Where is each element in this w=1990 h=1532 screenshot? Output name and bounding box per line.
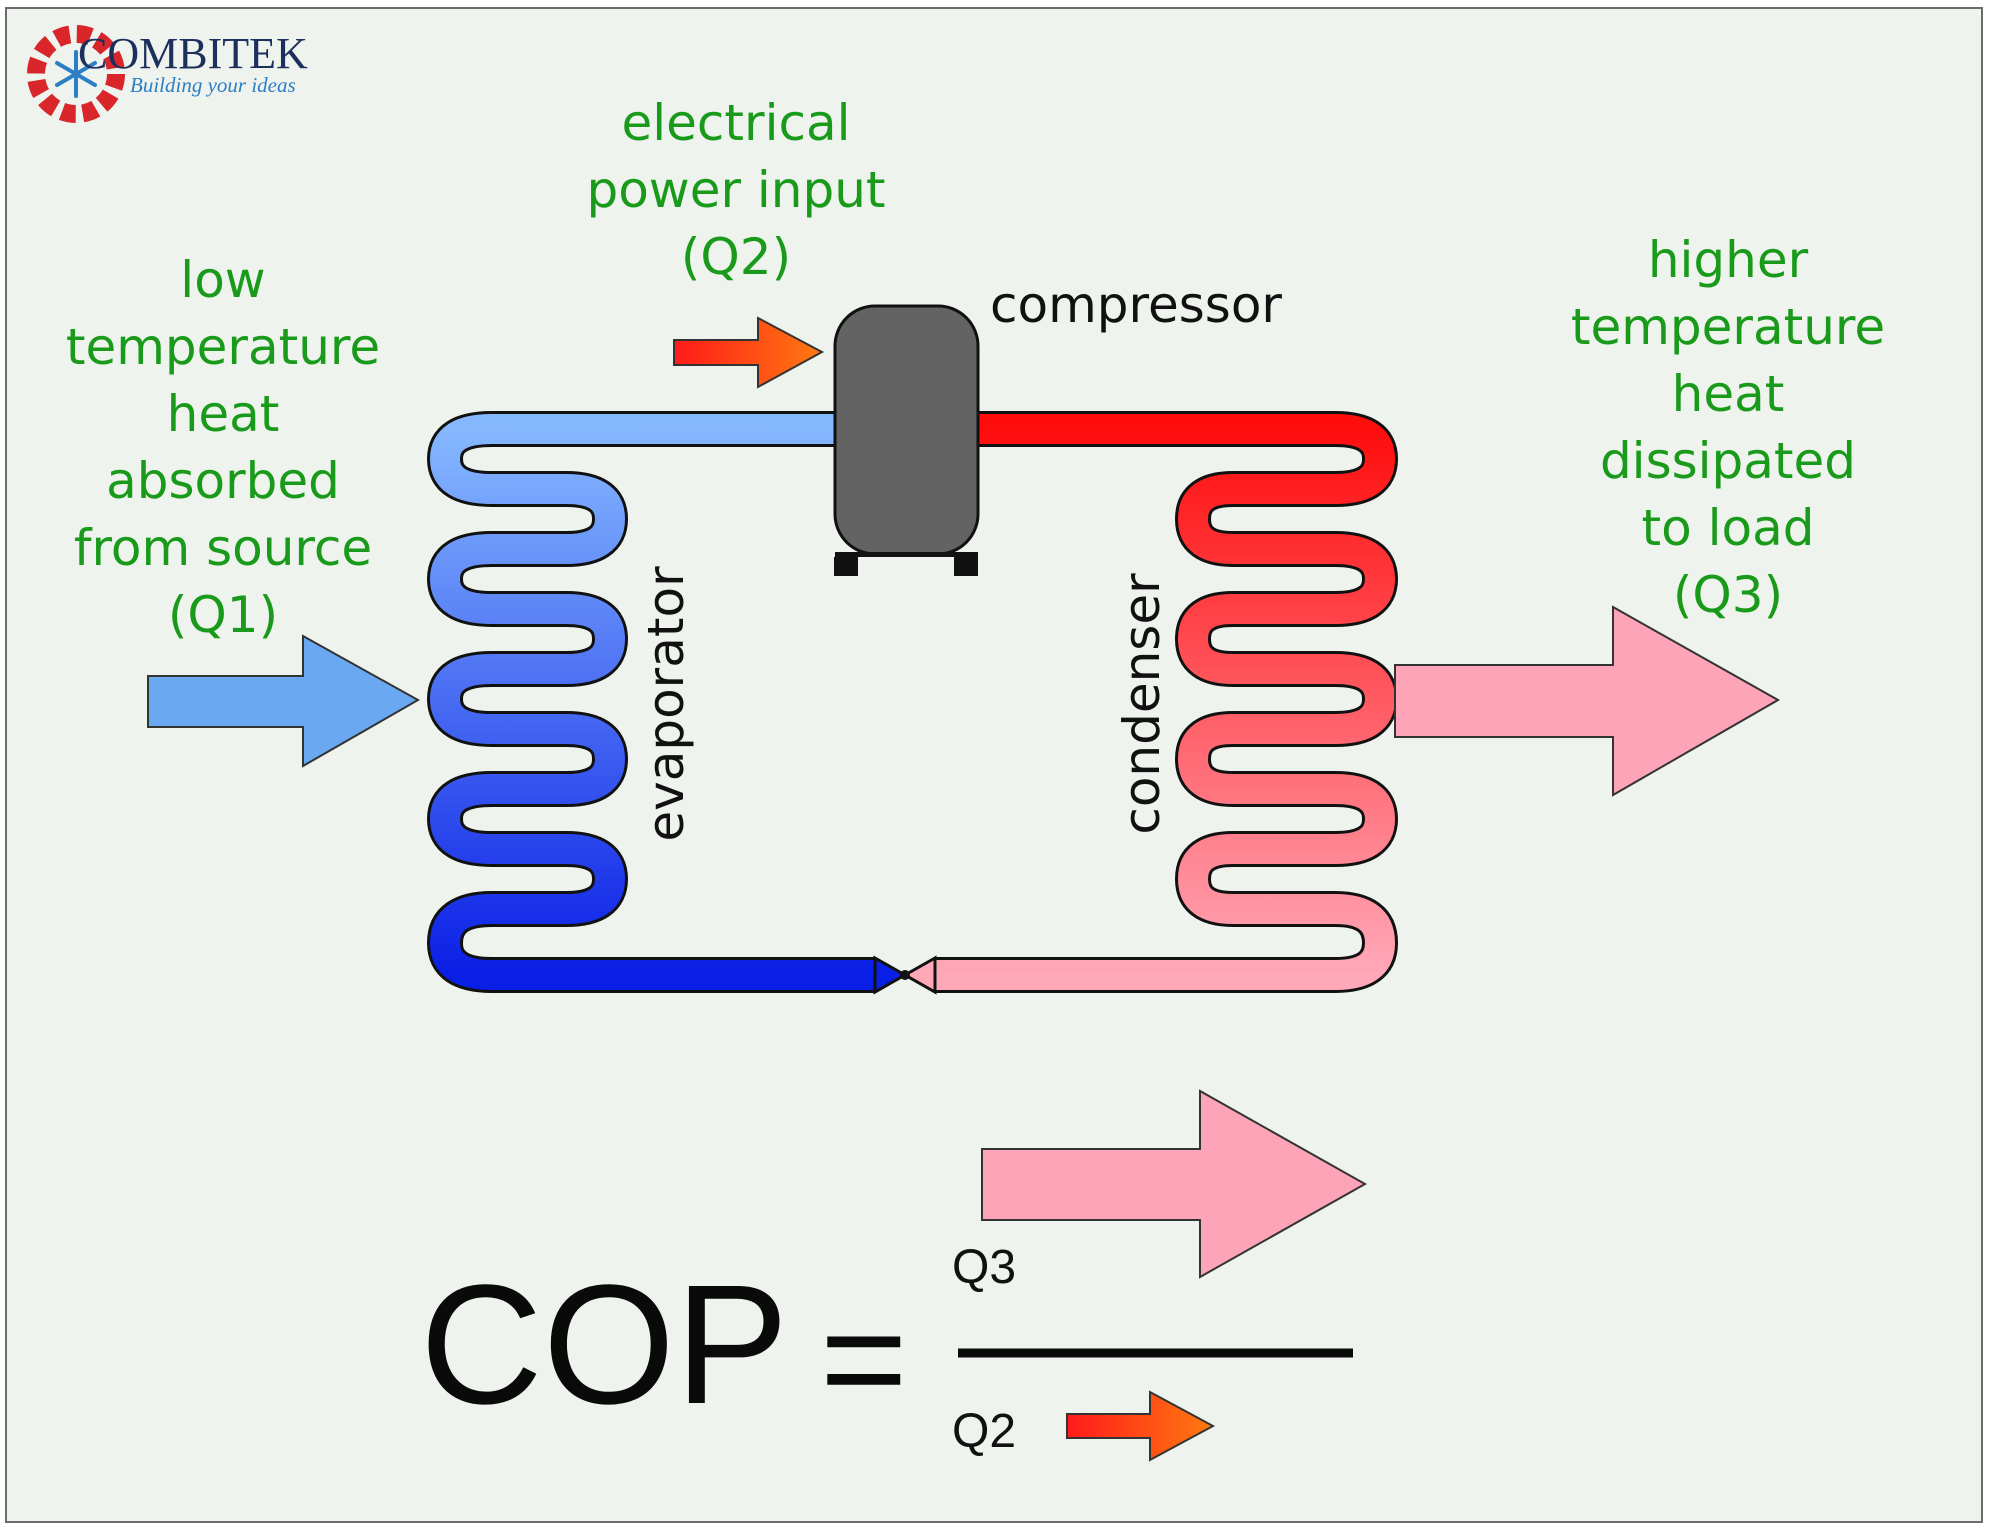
cop-formula: COP = Q3 Q2 — [420, 1089, 1368, 1462]
high-temp-line: to load — [1642, 499, 1815, 557]
denominator-label: Q2 — [952, 1405, 1016, 1458]
high-temperature-heat-label: higher temperature heat dissipated to lo… — [1571, 231, 1885, 624]
high-temp-line: dissipated — [1600, 432, 1856, 490]
compressor-icon — [833, 304, 980, 576]
low-temp-line: temperature — [66, 318, 380, 376]
evaporator-coil — [427, 411, 875, 993]
logo-tagline: Building your ideas — [130, 73, 296, 97]
evaporator-label: evaporator — [637, 566, 695, 842]
logo-name: COMBITEK — [78, 29, 308, 78]
low-temp-line: heat — [167, 385, 280, 443]
heat-in-arrow-icon — [147, 634, 421, 768]
electrical-power-line: power input — [586, 161, 885, 219]
electrical-power-label: electrical power input (Q2) — [586, 94, 885, 286]
high-temp-line: higher — [1648, 231, 1809, 289]
electrical-power-line: (Q2) — [681, 228, 791, 286]
denominator-power-arrow-icon — [1066, 1390, 1216, 1462]
condenser-label: condenser — [1113, 573, 1171, 835]
low-temp-line: (Q1) — [168, 586, 278, 644]
logo: COMBITEK Building your ideas — [27, 25, 308, 123]
numerator-heat-arrow-icon — [981, 1089, 1368, 1279]
low-temp-line: absorbed — [106, 452, 340, 510]
electrical-power-line: electrical — [622, 94, 851, 152]
gear-snowflake-icon — [27, 25, 125, 123]
compressor-label: compressor — [990, 276, 1282, 334]
low-temp-line: from source — [74, 519, 372, 577]
low-temp-line: low — [180, 251, 265, 309]
expansion-valve — [873, 955, 937, 995]
cop-label: COP — [420, 1250, 788, 1440]
high-temp-line: (Q3) — [1673, 566, 1783, 624]
heat-out-arrow-icon — [1394, 605, 1781, 797]
equals-sign: = — [820, 1274, 908, 1442]
high-temp-line: heat — [1672, 365, 1785, 423]
low-temperature-heat-label: low temperature heat absorbed from sourc… — [66, 251, 380, 644]
electrical-input-arrow-icon — [673, 316, 825, 389]
condenser-coil — [935, 411, 1398, 993]
high-temp-line: temperature — [1571, 298, 1885, 356]
numerator-label: Q3 — [952, 1241, 1016, 1294]
